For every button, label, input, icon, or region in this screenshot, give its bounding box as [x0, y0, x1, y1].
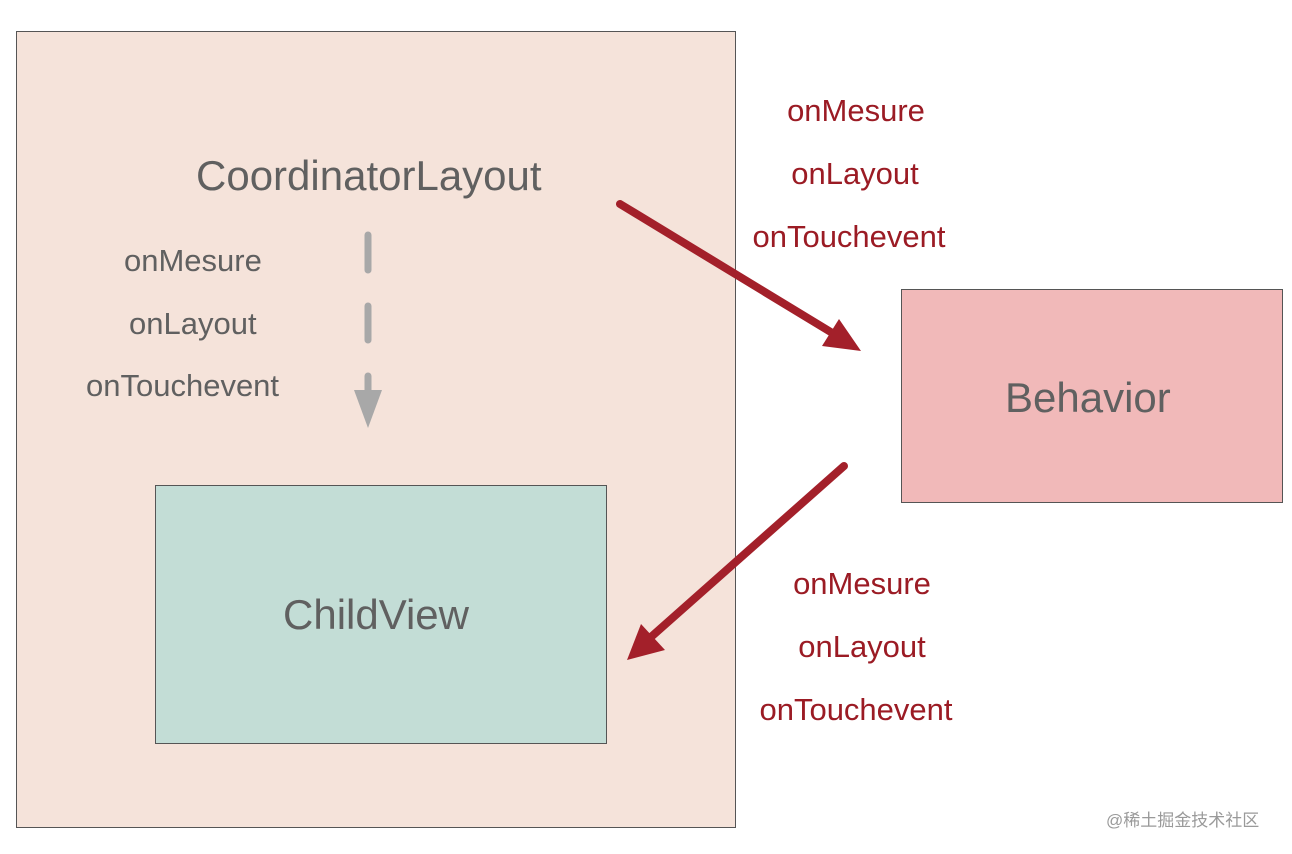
to-childview-ontouchevent: onTouchevent: [759, 692, 953, 727]
coordinator-method-ontouchevent: onTouchevent: [86, 368, 280, 403]
behavior-box: [901, 289, 1283, 503]
to-behavior-onlayout: onLayout: [791, 156, 919, 191]
coordinator-method-onlayout: onLayout: [129, 306, 257, 341]
childview-box: [155, 485, 607, 744]
to-childview-onmesure: onMesure: [793, 566, 931, 601]
coordinator-method-onmesure: onMesure: [124, 243, 262, 278]
behavior-title: Behavior: [1005, 374, 1171, 421]
watermark-text: @稀土掘金技术社区: [1106, 811, 1260, 830]
coordinator-layout-title: CoordinatorLayout: [196, 152, 542, 199]
to-childview-onlayout: onLayout: [798, 629, 926, 664]
childview-title: ChildView: [283, 591, 469, 638]
to-behavior-ontouchevent: onTouchevent: [752, 219, 946, 254]
to-behavior-onmesure: onMesure: [787, 93, 925, 128]
